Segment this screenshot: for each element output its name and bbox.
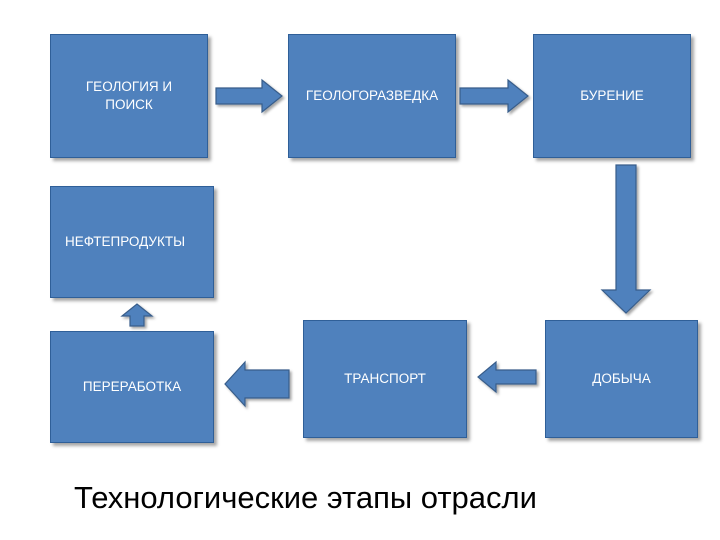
slide-title: Технологические этапы отрасли	[74, 480, 537, 515]
arrow-down-drilling-to-production	[600, 164, 652, 314]
box-drilling-label: БУРЕНИЕ	[580, 87, 644, 103]
arrow-up-refining-to-petroleum-products	[120, 303, 154, 327]
box-exploration: ГЕОЛОГОРАЗВЕДКА	[288, 34, 456, 158]
box-geology-search: ГЕОЛОГИЯ И ПОИСК	[50, 34, 208, 158]
box-transport-label: ТРАНСПОРТ	[344, 370, 426, 386]
box-transport: ТРАНСПОРТ	[303, 320, 467, 438]
box-geology-search-label: ГЕОЛОГИЯ И ПОИСК	[85, 78, 173, 112]
box-exploration-label: ГЕОЛОГОРАЗВЕДКА	[305, 87, 439, 103]
arrow-left-production-to-transport	[477, 360, 537, 394]
arrow-left-transport-to-refining	[224, 360, 290, 408]
box-refining: ПЕРЕРАБОТКА	[50, 331, 214, 443]
box-petroleum-products-label: НЕФТЕПРОДУКТЫ	[65, 233, 186, 249]
box-drilling: БУРЕНИЕ	[533, 34, 691, 158]
box-production-label: ДОБЫЧА	[592, 370, 651, 386]
box-production: ДОБЫЧА	[545, 320, 698, 438]
box-refining-label: ПЕРЕРАБОТКА	[82, 378, 182, 394]
box-petroleum-products: НЕФТЕПРОДУКТЫ	[50, 186, 214, 298]
arrow-right-geology-to-exploration	[215, 78, 283, 114]
arrow-right-exploration-to-drilling	[459, 78, 529, 114]
